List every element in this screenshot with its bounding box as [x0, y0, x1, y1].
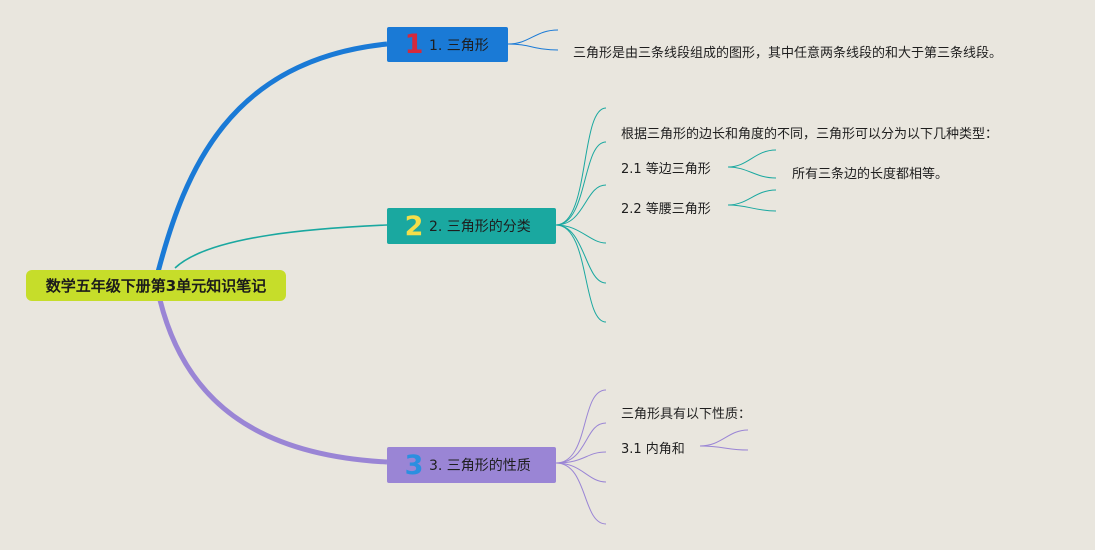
branch-3-topic[interactable]: 3 3. 三角形的性质: [387, 447, 556, 483]
branch-3-label: 3. 三角形的性质: [429, 458, 531, 474]
subtopic-3-1[interactable]: 3.1 内角和: [621, 442, 685, 457]
root-topic-label: 数学五年级下册第3单元知识笔记: [45, 277, 267, 295]
link-root-branch-1: [155, 41, 388, 273]
subtopic-3-0[interactable]: 三角形具有以下性质：: [621, 407, 752, 422]
branch-1-topic[interactable]: 1 1. 三角形: [387, 27, 508, 62]
branch-2-label: 2. 三角形的分类: [429, 219, 531, 235]
branch-2-topic[interactable]: 2 2. 三角形的分类: [387, 208, 556, 244]
fan-branch-3: [555, 389, 749, 525]
link-root-branch-3: [157, 299, 388, 465]
number-badge-1: 1: [404, 29, 424, 60]
branch-1-label: 1. 三角形: [429, 37, 489, 54]
subtopic-2-0[interactable]: 根据三角形的边长和角度的不同，三角形可以分为以下几种类型：: [621, 127, 999, 142]
subtopic-2-1-child[interactable]: 所有三条边的长度都相等。: [792, 167, 949, 182]
root-topic[interactable]: 数学五年级下册第3单元知识笔记: [26, 270, 286, 301]
fan-branch-1: [507, 29, 559, 51]
number-badge-2: 2: [404, 210, 424, 242]
subtopic-1-0[interactable]: 三角形是由三条线段组成的图形，其中任意两条线段的和大于第三条线段。: [573, 46, 1003, 61]
subtopic-2-2[interactable]: 2.2 等腰三角形: [621, 202, 711, 217]
link-root-branch-2: [174, 224, 388, 269]
number-badge-3: 3: [404, 449, 424, 481]
subtopic-2-1[interactable]: 2.1 等边三角形: [621, 162, 711, 177]
fan-branch-2: [555, 107, 777, 323]
